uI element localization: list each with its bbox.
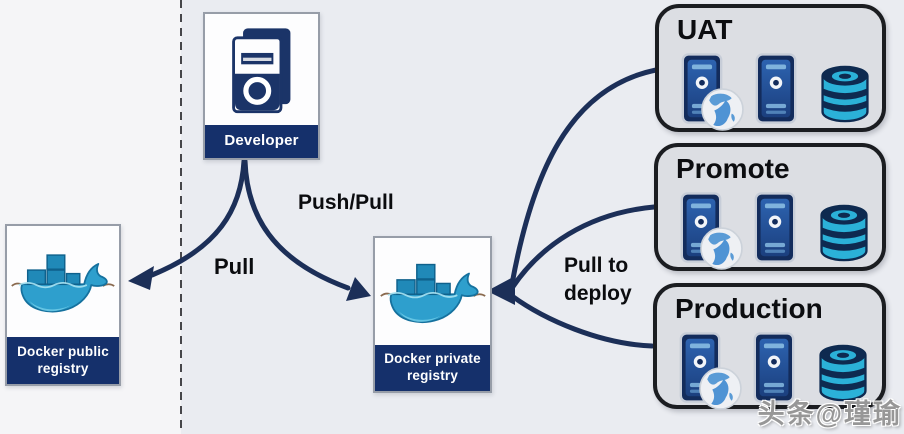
production-title: Production xyxy=(675,293,823,324)
globe-icon xyxy=(699,226,744,271)
uat-environment-box: UAT xyxy=(655,4,886,132)
database-icon xyxy=(817,204,871,262)
push-pull-arrow-line xyxy=(242,158,351,291)
developer-node: Developer xyxy=(203,12,320,160)
private-registry-icon-area xyxy=(375,238,490,345)
private-registry-label: Docker private registry xyxy=(375,345,490,391)
pull-to-deploy-arrow-label: Pull to deploy xyxy=(564,254,632,306)
globe-icon xyxy=(700,87,745,132)
public-registry-icon-area xyxy=(7,226,119,337)
public-registry-label: Docker public registry xyxy=(7,337,119,384)
pull-arrow-label: Pull xyxy=(214,254,255,279)
docker-whale-icon xyxy=(379,249,487,335)
server-icon xyxy=(755,53,797,124)
docker-public-registry-node: Docker public registry xyxy=(5,224,121,386)
docker-whale-icon xyxy=(10,240,116,324)
globe-icon xyxy=(698,366,743,411)
promote-title: Promote xyxy=(676,153,790,184)
database-icon xyxy=(818,65,872,123)
server-icon xyxy=(754,192,796,263)
uat-title: UAT xyxy=(677,14,733,45)
watermark: 头条@瑾瑜 xyxy=(757,399,902,429)
push-pull-arrowhead xyxy=(346,277,371,301)
developer-icon-area xyxy=(205,14,318,125)
computer-tower-icon xyxy=(226,20,298,120)
push-pull-arrow-label: Push/Pull xyxy=(298,191,394,214)
promote-environment-box: Promote xyxy=(654,143,886,271)
developer-label: Developer xyxy=(205,125,318,158)
docker-private-registry-node: Docker private registry xyxy=(373,236,492,393)
production-environment-box: Production xyxy=(653,283,886,409)
